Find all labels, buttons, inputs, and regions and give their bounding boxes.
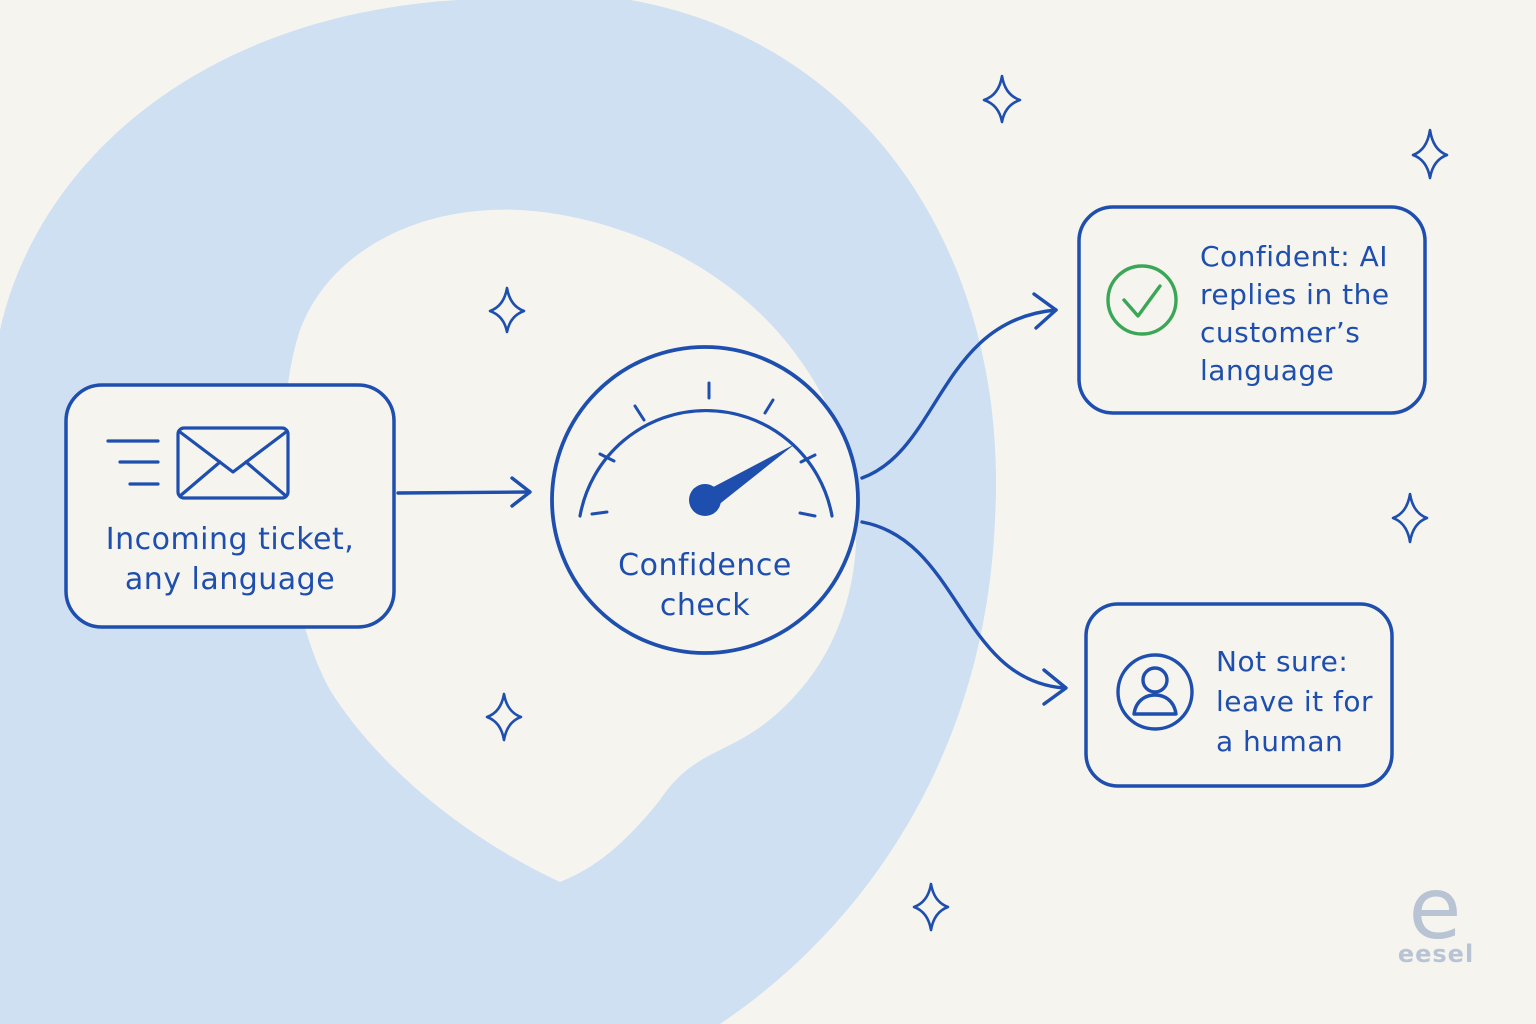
person-icon [1116, 653, 1194, 731]
arrow-to-confident [860, 308, 1058, 480]
incoming-ticket-line: Incoming ticket, [105, 522, 355, 557]
not-sure-outcome-box [1084, 602, 1394, 788]
arrowhead [510, 476, 532, 508]
not-sure-outcome-label: Not sure: leave it for a human [1216, 642, 1386, 762]
checkmark-icon [1106, 264, 1178, 336]
arrowhead [1042, 668, 1068, 706]
incoming-ticket-line: any language [124, 562, 336, 597]
confidence-check-label: Confidence check [600, 546, 810, 626]
brand-name: eesel [1397, 940, 1475, 968]
incoming-ticket-label: Incoming ticket, any language [86, 520, 374, 600]
not-sure-outcome-line: leave it for [1216, 685, 1374, 718]
incoming-ticket-box [64, 383, 396, 629]
sparkle-icon [1391, 492, 1429, 544]
confidence-check-line: Confidence [618, 548, 792, 583]
sparkle-icon [912, 882, 950, 932]
arrowhead [1032, 292, 1058, 330]
background-blob [0, 0, 996, 1024]
sparkle-icon [982, 74, 1022, 124]
sparkle-icon [1411, 128, 1449, 180]
confident-outcome-line: Confident: AI [1200, 240, 1389, 273]
envelope-icon [106, 426, 290, 500]
confident-outcome-line: language [1200, 354, 1335, 387]
sparkle-icon [488, 286, 526, 334]
arrow-to-confidence [396, 490, 530, 495]
confidence-check-line: check [659, 588, 751, 623]
confident-outcome-box [1077, 205, 1427, 415]
sparkle-icon [485, 692, 523, 742]
confident-outcome-line: customer’s [1200, 316, 1361, 349]
brand-logo-icon: e [1409, 859, 1462, 959]
arrow-to-not-sure [860, 520, 1066, 690]
not-sure-outcome-line: Not sure: [1216, 645, 1349, 678]
confident-outcome-label: Confident: AI replies in the customer’s … [1200, 238, 1410, 390]
confident-outcome-line: replies in the [1200, 278, 1390, 311]
gauge-needle [689, 444, 795, 516]
not-sure-outcome-line: a human [1216, 725, 1344, 758]
